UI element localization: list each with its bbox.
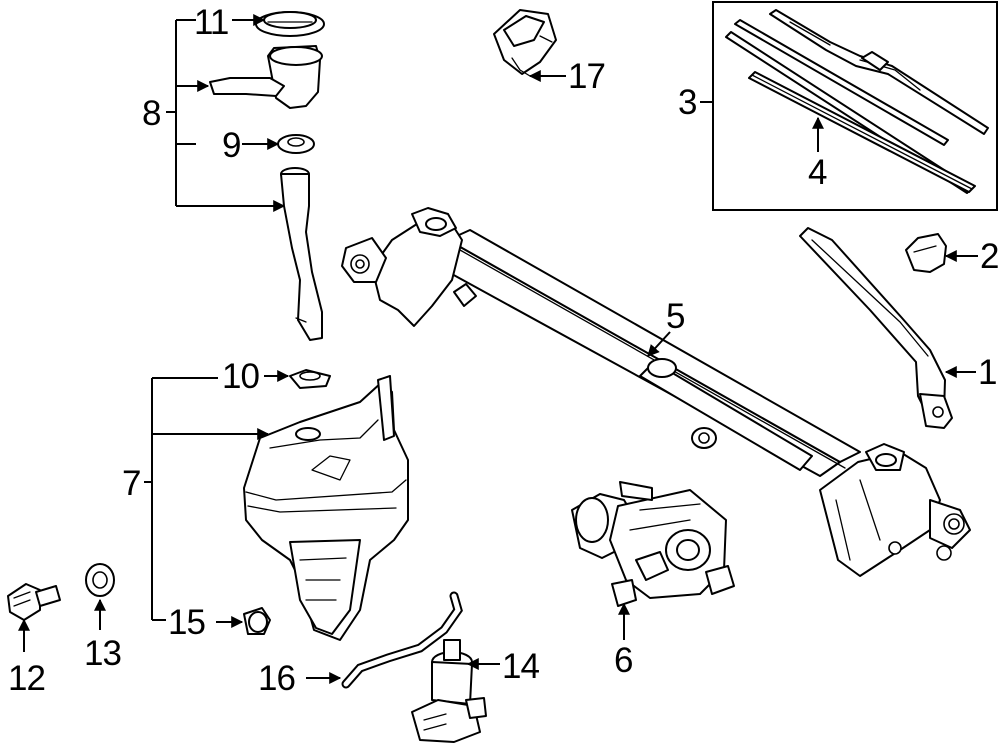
callout-13: 13: [84, 634, 121, 673]
callout-8: 8: [142, 94, 160, 133]
callout-2: 2: [980, 237, 998, 276]
washer-hose: [341, 591, 463, 689]
callout-4: 4: [808, 153, 827, 192]
wiper-blade-refill: [748, 71, 976, 193]
wiper-arm: [799, 227, 953, 429]
callout-9: 9: [222, 126, 240, 165]
callout-17: 17: [568, 57, 605, 96]
leader-lines: [18, 14, 978, 684]
callout-7: 7: [122, 464, 140, 503]
washer-reservoir: [243, 375, 409, 641]
callout-16: 16: [258, 659, 295, 698]
callout-labels: 11 8 9 10 7 15 16 14 12 13 6 5 1 2 3 4 1…: [8, 3, 999, 698]
callout-3: 3: [678, 83, 696, 122]
wiper-motor: [571, 481, 735, 607]
wiper-arm-cap: [905, 233, 947, 273]
filler-neck-assembly: [209, 11, 331, 389]
wiper-blade-inset: [712, 1, 998, 211]
washer-pump: [411, 639, 487, 743]
callout-14: 14: [502, 647, 539, 686]
callout-15: 15: [168, 603, 205, 642]
callout-6: 6: [614, 641, 632, 680]
washer-nozzle: [7, 583, 61, 621]
callout-11: 11: [194, 3, 228, 42]
callout-10: 10: [222, 357, 259, 396]
callout-5: 5: [666, 297, 684, 336]
motor-bracket: [493, 9, 557, 77]
callout-1: 1: [978, 353, 996, 392]
callout-12: 12: [8, 659, 45, 698]
pump-grommet: [85, 563, 115, 597]
reservoir-plug: [243, 607, 271, 635]
